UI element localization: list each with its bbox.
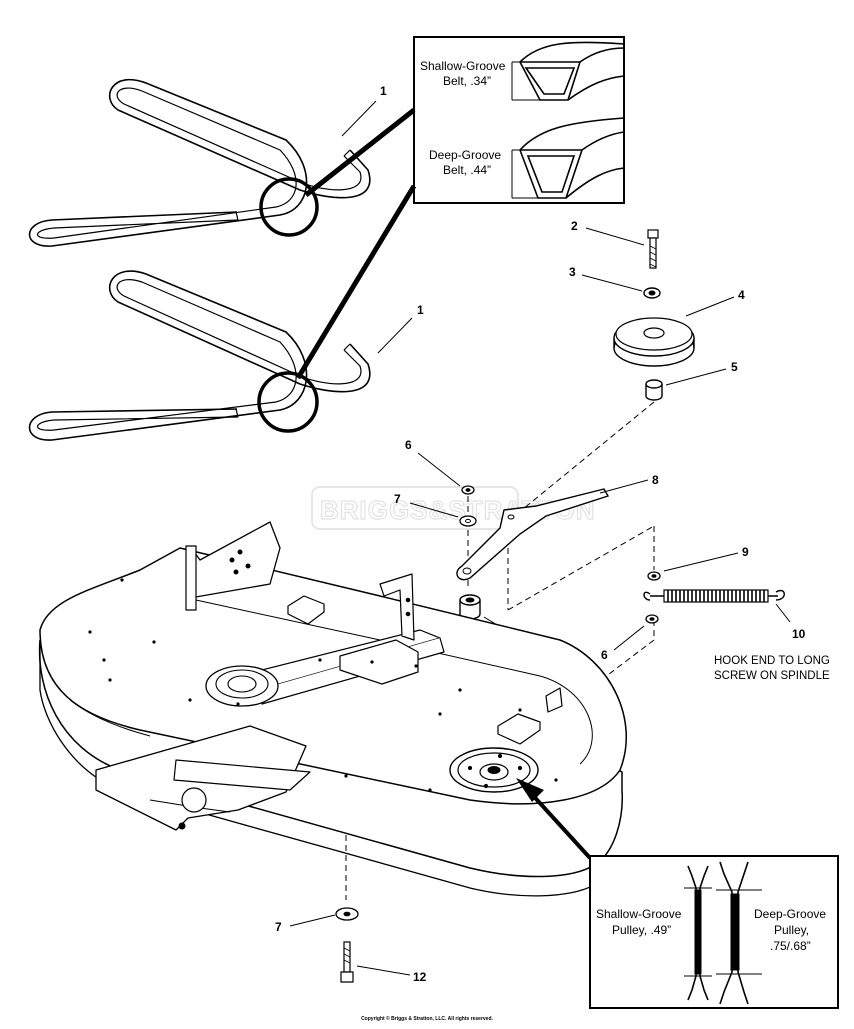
- callout-label: 1: [380, 84, 387, 98]
- callout-label: 8: [652, 473, 659, 487]
- spring-note: HOOK END TO LONG SCREW ON SPINDLE: [714, 655, 830, 682]
- callout-6-upper: 6: [405, 438, 461, 487]
- callout-9: 9: [663, 545, 749, 572]
- callout-3: 3: [569, 265, 643, 292]
- belt-shallow-groove: [28, 78, 371, 247]
- callout-7-upper: 7: [394, 492, 459, 518]
- callout-label: 4: [738, 288, 745, 302]
- nut-part-6-upper: [461, 485, 475, 495]
- deep-pulley-label-2: Pulley,: [774, 923, 809, 937]
- callout-1-lower: 1: [377, 303, 424, 354]
- shallow-belt-label-1: Shallow-Groove: [420, 59, 506, 73]
- shallow-belt-profile: [519, 41, 625, 101]
- callout-label: 2: [571, 219, 578, 233]
- note-line-2: SCREW ON SPINDLE: [714, 670, 830, 682]
- note-line-1: HOOK END TO LONG: [714, 655, 830, 667]
- callout-label: 5: [731, 360, 738, 374]
- deep-belt-label-1: Deep-Groove: [429, 148, 501, 162]
- callout-12: 12: [356, 965, 427, 984]
- washer-part-9: [647, 571, 661, 581]
- deep-pulley-profile: [716, 861, 762, 1005]
- callout-2: 2: [571, 219, 645, 246]
- spring-part-10: [643, 589, 785, 603]
- bolt-part-2: [647, 229, 659, 269]
- pulley-part-4: [613, 317, 695, 367]
- deep-belt-profile: [519, 117, 625, 199]
- bushing-part-11: [459, 594, 481, 620]
- deep-pulley-label-1: Deep-Groove: [754, 907, 826, 921]
- callout-label: 3: [569, 265, 576, 279]
- washer-part-7-lower: [335, 907, 359, 921]
- pulley-profile-inset: Shallow-Groove Pulley, .49” Deep-Groove …: [589, 855, 839, 1009]
- callout-8: 8: [599, 473, 659, 494]
- callout-1-upper: 1: [341, 84, 387, 137]
- callout-4: 4: [685, 288, 745, 317]
- deep-pulley-label-3: .75/.68”: [770, 939, 811, 953]
- callout-label: 7: [275, 920, 282, 934]
- callout-10: 10: [775, 603, 806, 641]
- callout-5: 5: [665, 360, 738, 386]
- washer-part-3: [643, 287, 661, 299]
- shallow-pulley-label-2: Pulley, .49”: [612, 923, 671, 937]
- pulley-detail-arrow: [516, 778, 592, 860]
- callout-label: 12: [413, 970, 427, 984]
- mower-deck: [38, 521, 628, 897]
- callout-label: 9: [742, 545, 749, 559]
- callout-label: 6: [601, 648, 608, 662]
- belt-profile-inset: Shallow-Groove Belt, .34” Deep-Groove Be…: [413, 36, 625, 204]
- bolt-part-12: [340, 941, 354, 983]
- callout-label: 6: [405, 438, 412, 452]
- callout-7-lower: 7: [275, 914, 336, 934]
- callout-label: 10: [792, 627, 806, 641]
- idler-arm-part-8: [456, 488, 610, 581]
- spacer-part-5: [645, 379, 663, 401]
- shallow-pulley-label-1: Shallow-Groove: [596, 907, 682, 921]
- deep-belt-label-2: Belt, .44”: [443, 163, 491, 177]
- deck-holes: [88, 578, 558, 792]
- nut-part-6-lower: [645, 614, 659, 624]
- callout-6-lower: 6: [601, 625, 645, 662]
- callout-label: 1: [417, 303, 424, 317]
- belt-deep-groove: [28, 270, 371, 441]
- callout-label: 7: [394, 492, 401, 506]
- copyright-text: Copyright © Briggs & Stratton, LLC. All …: [361, 1015, 493, 1022]
- shallow-belt-label-2: Belt, .34”: [443, 74, 491, 88]
- washer-part-7-upper: [459, 515, 477, 527]
- shallow-pulley-profile: [684, 865, 712, 1001]
- belt-detail-leaders: [257, 108, 417, 433]
